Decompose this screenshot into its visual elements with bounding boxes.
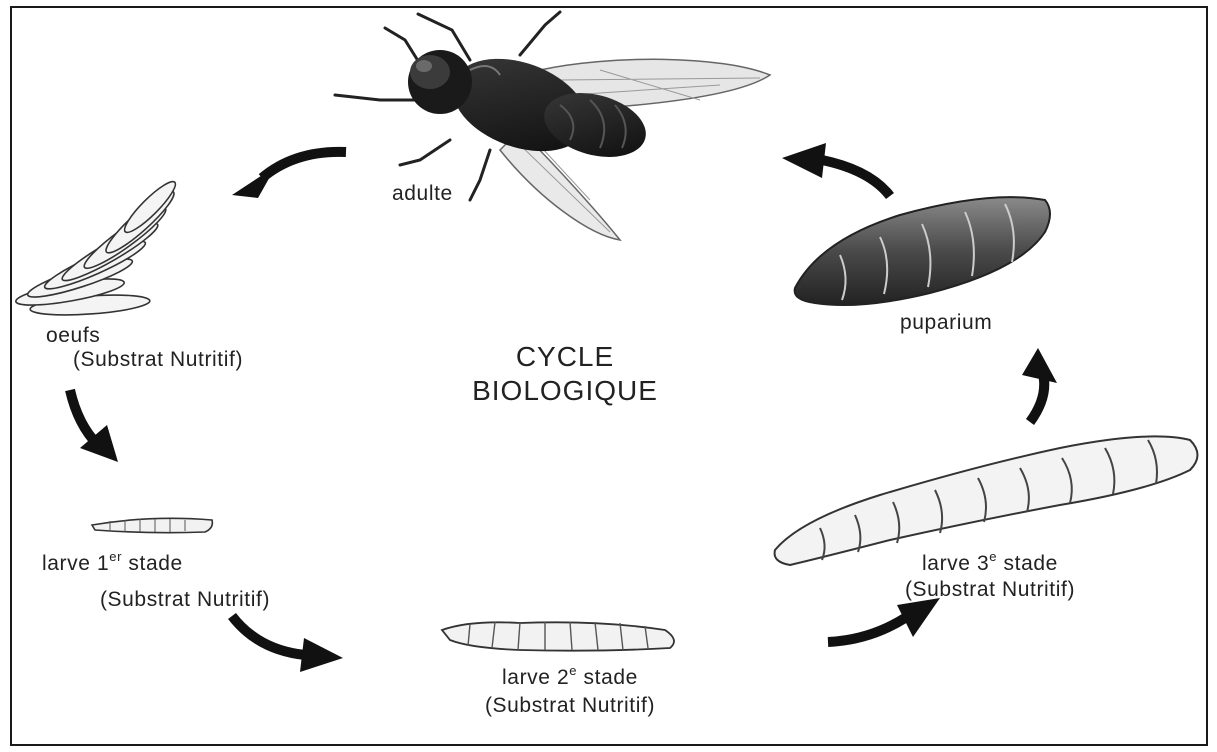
puparium-label: puparium — [900, 311, 992, 335]
larva2-label: larve 2 — [502, 666, 569, 689]
larva-2-image — [442, 622, 674, 651]
eggs-image — [14, 177, 180, 319]
arrow-larva2-to-larva3 — [828, 598, 940, 642]
larva3-sup: e — [989, 549, 997, 564]
larva-3-image — [775, 436, 1198, 565]
eggs-label: oeufs — [10, 324, 306, 348]
larva3-label: larve 3 — [922, 552, 989, 575]
larva3-substrate-label: (Substrat Nutritif) — [830, 578, 1150, 602]
puparium-image — [795, 197, 1050, 305]
larva2-suffix: stade — [577, 666, 638, 689]
cycle-title: CYCLE BIOLOGIQUE — [400, 340, 730, 408]
arrow-adult-to-eggs — [232, 152, 346, 198]
larva1-substrate-label: (Substrat Nutritif) — [20, 588, 350, 612]
larva2-label-group: larve 2e stade (Substrat Nutritif) — [410, 666, 730, 718]
arrow-larva3-to-puparium — [1022, 348, 1057, 422]
title-line-2: BIOLOGIQUE — [400, 374, 730, 408]
arrow-larva1-to-larva2 — [232, 616, 343, 672]
adult-label: adulte — [392, 182, 453, 206]
larva1-label-group: larve 1er stade (Substrat Nutritif) — [20, 552, 350, 612]
larva2-sup: e — [569, 663, 577, 678]
larva1-sup: er — [109, 549, 122, 564]
larva1-label: larve 1 — [42, 552, 109, 575]
larva-1-image — [92, 518, 212, 532]
arrow-eggs-to-larva1 — [70, 390, 118, 462]
larva1-suffix: stade — [122, 552, 183, 575]
eggs-label-group: oeufs (Substrat Nutritif) — [10, 324, 306, 372]
eggs-substrate-label: (Substrat Nutritif) — [10, 348, 306, 372]
larva2-substrate-label: (Substrat Nutritif) — [410, 694, 730, 718]
title-line-1: CYCLE — [400, 340, 730, 374]
larva3-label-group: larve 3e stade (Substrat Nutritif) — [830, 552, 1150, 602]
arrow-puparium-to-adult — [782, 143, 890, 196]
larva3-suffix: stade — [997, 552, 1058, 575]
